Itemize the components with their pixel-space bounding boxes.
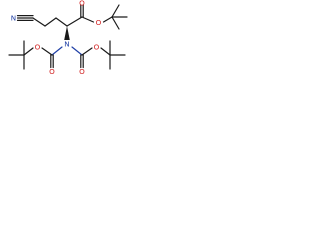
atom-label-ester-o-single: O <box>96 18 102 27</box>
atom-ester-o-single: O <box>96 18 102 27</box>
atom-label-boc1-o-single: O <box>35 43 41 52</box>
atom-boc2-o-single: O <box>94 43 100 52</box>
chemical-structure: N N O O O O O O <box>8 0 128 76</box>
atom-ester-o-carbonyl: O <box>79 0 85 8</box>
ester-tbu-methyl-1 <box>111 4 120 18</box>
ester-tbu-methyl-3 <box>111 16 120 30</box>
atom-boc2-o-carbonyl: O <box>79 67 85 76</box>
atom-boc1-o-single: O <box>35 43 41 52</box>
backbone-bond-1 <box>32 17 46 27</box>
n-boc1-bond <box>51 46 63 56</box>
atom-boc1-o-carbonyl: O <box>49 67 55 76</box>
boc2-o-tbu-bond <box>100 47 111 56</box>
atom-label-boc2-o-single: O <box>94 43 100 52</box>
atom-amine-n: N <box>64 40 69 49</box>
boc1-o-tbu-bond <box>23 47 34 56</box>
atom-label-ester-o-carbonyl: O <box>79 0 85 8</box>
boc2-c-o-bond <box>81 47 93 56</box>
boc1-c-o-bond <box>41 47 53 56</box>
backbone-bond-2 <box>44 17 57 27</box>
alpha-carbon-to-carbonyl-bond <box>66 16 83 27</box>
ester-o-tbu-bond <box>102 16 113 23</box>
atom-label-boc1-o-carbonyl: O <box>49 67 55 76</box>
n-boc2-bond <box>71 46 83 56</box>
stereo-wedge-bond <box>64 26 70 40</box>
backbone-bond-3 <box>55 17 68 27</box>
atom-label-boc2-o-carbonyl: O <box>79 67 85 76</box>
atom-label-nitrile-n: N <box>11 14 16 23</box>
atom-label-amine-n: N <box>64 40 69 49</box>
atom-nitrile-n: N <box>11 14 16 23</box>
ester-c-o-bond <box>81 16 95 23</box>
